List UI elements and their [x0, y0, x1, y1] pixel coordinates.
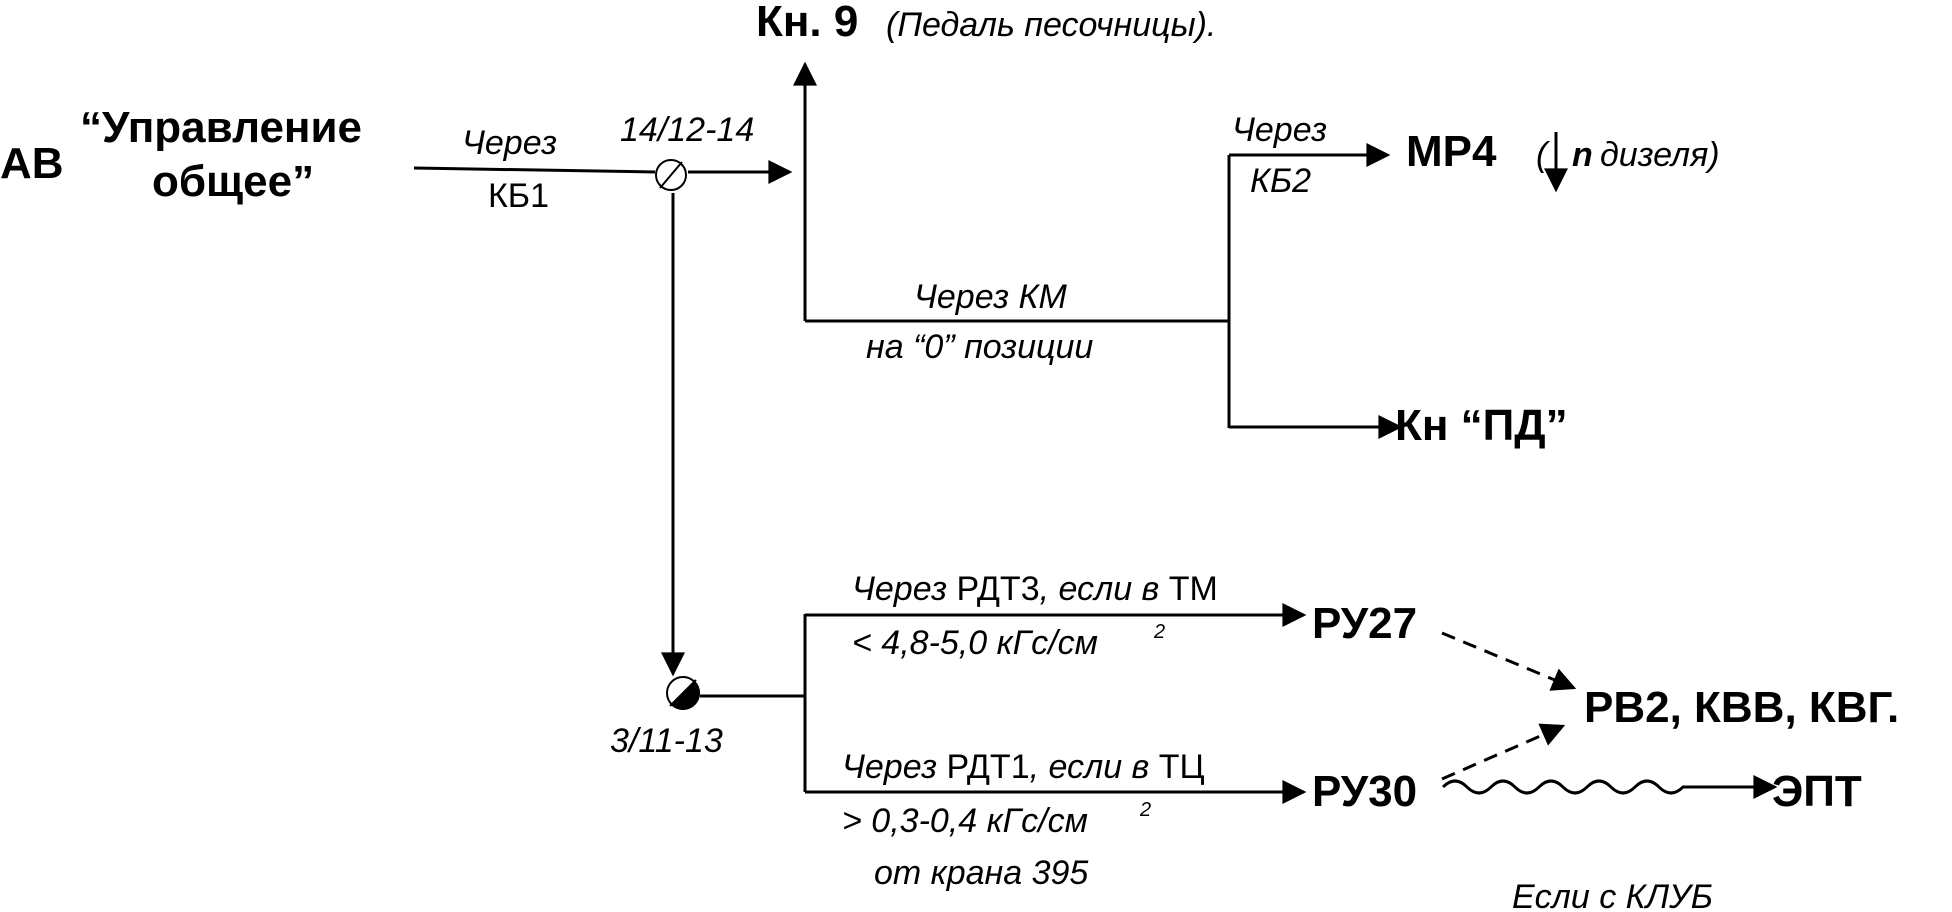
label-rdt3-cond: < 4,8-5,0 кГс/см	[852, 624, 1098, 662]
label-wire-14-12-14: 14/12-14	[620, 111, 754, 149]
label-wire-3-11-13: 3/11-13	[610, 722, 723, 760]
label-rdt3-superscript: 2	[1153, 621, 1165, 643]
target-mr4-n: n	[1572, 136, 1593, 174]
label-cherez-kb2: Через	[1232, 111, 1327, 149]
source-title-line2: общее”	[152, 157, 314, 206]
label-rdt1-mid: , если в	[1030, 748, 1159, 786]
label-rdt3-tm: ТМ	[1169, 570, 1218, 608]
label-km-line1: Через КМ	[914, 278, 1068, 316]
label-from-crane: от крана 395	[874, 854, 1088, 892]
label-rdt1-superscript: 2	[1139, 799, 1151, 821]
target-ru30: РУ30	[1312, 767, 1417, 816]
label-rdt1-cond: > 0,3-0,4 кГс/см	[842, 802, 1088, 840]
target-kn9: Кн. 9	[756, 0, 858, 46]
target-mr4: МР4	[1406, 127, 1497, 176]
dashed-arrow-ru30-rv2	[1441, 723, 1566, 781]
wire-node-3-11-13	[666, 676, 700, 710]
label-cherez-kb1: Через	[462, 124, 557, 162]
dashed-arrow-ru27-rv2	[1441, 631, 1577, 691]
label-rdt3: Через РДТ3, если в ТМ	[852, 570, 1218, 608]
target-mr4-note: дизеля)	[1600, 136, 1720, 174]
label-kb2: КБ2	[1250, 162, 1311, 200]
source-title-line1: “Управление	[80, 103, 362, 152]
target-ept: ЭПТ	[1772, 767, 1862, 816]
label-rdt1-name: РДТ1	[947, 748, 1030, 786]
label-rdt1-tc: ТЦ	[1159, 748, 1205, 786]
label-rdt1: Через РДТ1, если в ТЦ	[842, 748, 1205, 786]
target-mr4-open: (	[1536, 136, 1551, 174]
wire-node-14-12-14	[655, 159, 687, 191]
target-ru27: РУ27	[1312, 599, 1417, 648]
label-rdt3-prefix: Через	[852, 570, 957, 608]
target-kn-pd: Кн “ПД”	[1395, 401, 1568, 450]
label-rdt3-name: РДТ3	[957, 570, 1040, 608]
source-ab: АВ	[0, 139, 64, 188]
target-kn9-note: (Педаль песочницы).	[886, 6, 1216, 44]
label-rdt1-prefix: Через	[842, 748, 947, 786]
line-source-to-node	[413, 166, 656, 174]
label-km-line2: на “0” позиции	[866, 328, 1093, 366]
label-rdt3-mid: , если в	[1040, 570, 1169, 608]
wavy-arrow-ru30-ept	[1441, 779, 1740, 795]
label-klub: Если с КЛУБ	[1512, 878, 1713, 912]
label-kb1: КБ1	[488, 177, 549, 215]
target-rv2-kvv-kvg: РВ2, КВВ, КВГ.	[1584, 683, 1899, 732]
